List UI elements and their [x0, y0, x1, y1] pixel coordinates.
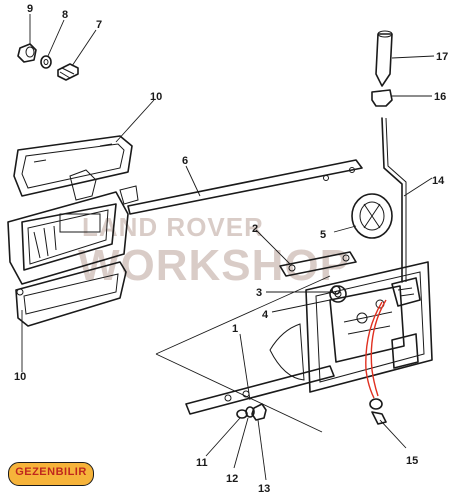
part-1-lower-rod: [185, 365, 335, 415]
callout-6: 6: [182, 155, 188, 167]
callout-5: 5: [320, 229, 326, 241]
part-7-bolt: [57, 63, 79, 81]
part-9-cap-nut: [17, 43, 37, 63]
door-latch-mechanism: [269, 261, 433, 393]
part-8-washer: [40, 55, 52, 69]
part-10-upper-trim-frame: [13, 135, 133, 197]
callout-8: 8: [62, 9, 68, 21]
logo-text: GEZENBILIR: [15, 466, 87, 478]
callout-2: 2: [252, 223, 258, 235]
callout-4: 4: [262, 309, 269, 321]
callout-9: 9: [27, 3, 33, 15]
door-handle-bezel: [7, 169, 139, 285]
part-3-screw: [331, 285, 341, 295]
part-10-lower-trim-frame: [15, 261, 127, 327]
callout-10-top: 10: [150, 91, 162, 103]
callout-12: 12: [226, 473, 238, 485]
part-16-bush: [371, 89, 393, 107]
callout-11: 11: [196, 457, 208, 469]
watermark-line1: LAND ROVER: [82, 212, 264, 242]
callout-1: 1: [232, 323, 238, 335]
watermark-line2: WORKSHOP: [78, 241, 350, 290]
part-2-mounting-plate: [279, 251, 357, 277]
callout-10-bottom: 10: [14, 371, 26, 383]
red-wire: [365, 299, 387, 399]
gezenbilir-logo: GEZENBILIR: [8, 462, 94, 486]
part-6-upper-rod: [127, 159, 363, 215]
callout-13: 13: [258, 483, 270, 494]
callout-17: 17: [436, 51, 448, 63]
callout-3: 3: [256, 287, 262, 299]
callout-15: 15: [406, 455, 418, 467]
callout-14: 14: [432, 175, 445, 187]
part-17-knob: [375, 30, 393, 87]
leader-lines: [21, 14, 435, 481]
part-14-operating-rod: [381, 117, 407, 283]
part-12-spring-washer: [245, 406, 255, 418]
part-15-clip: [369, 398, 387, 425]
callout-7: 7: [96, 19, 102, 31]
part-5-grommet: [351, 193, 393, 239]
callout-16: 16: [434, 91, 446, 103]
